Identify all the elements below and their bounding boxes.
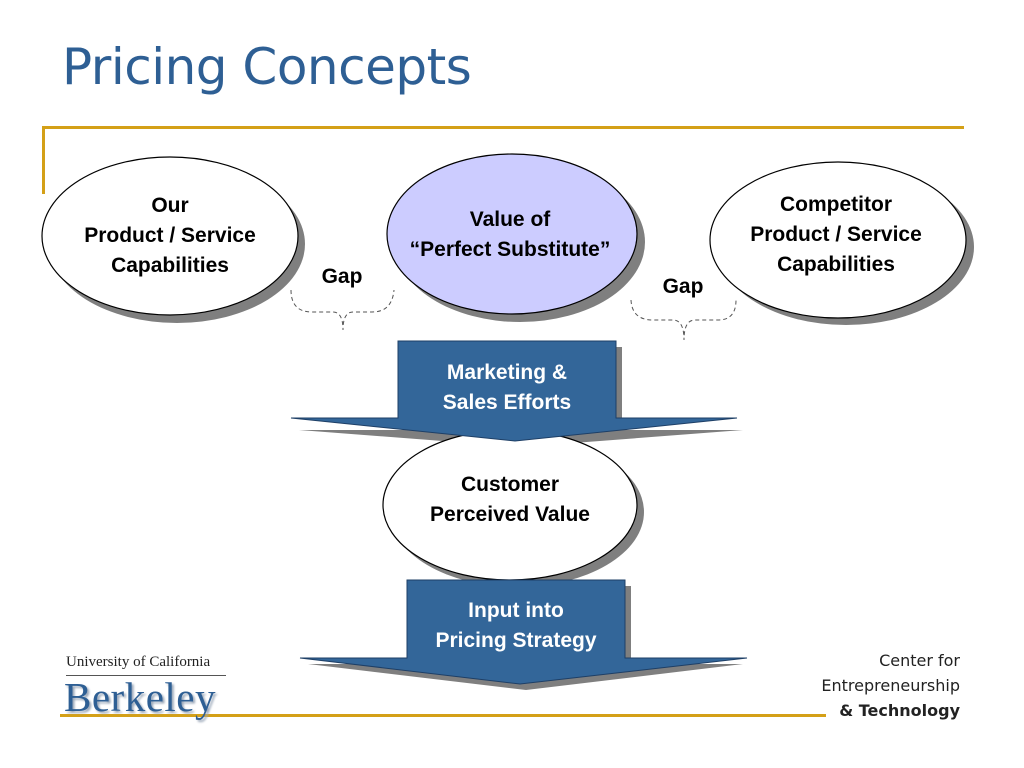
gap-left-brace [290,289,395,331]
slide-title: Pricing Concepts [62,38,472,96]
pricing-arrow [299,579,748,685]
berkeley-logo: Berkeley [64,674,216,720]
center-line-2: Entrepreneurship [821,676,960,695]
perfect-substitute-label: Value of “Perfect Substitute” [409,208,611,261]
gap-right-brace [630,299,737,341]
competitor-capabilities-ellipse [709,161,967,319]
marketing-arrow [290,340,738,442]
center-line-3: & Technology [839,701,960,720]
gap-left-label: Gap [321,265,363,288]
our-capabilities-ellipse [41,156,299,316]
perfect-substitute-ellipse [386,153,638,315]
customer-value-label: Customer Perceived Value [430,473,590,526]
marketing-arrow-label: Marketing & Sales Efforts [442,361,572,414]
center-entrepreneurship-logo: Center for Entrepreneurship & Technology [821,648,960,723]
our-capabilities-label: Our Product / Service Capabilities [84,194,256,277]
logo-divider [66,675,226,676]
bottom-accent-rule [60,714,826,717]
pricing-arrow-label: Input into Pricing Strategy [435,599,597,652]
gap-right-label: Gap [662,275,704,298]
center-line-1: Center for [879,651,960,670]
competitor-capabilities-label: Competitor Product / Service Capabilitie… [750,193,922,276]
university-of-california-text: University of California [66,654,211,670]
top-accent-rule [42,126,964,129]
left-accent-rule [42,126,45,194]
